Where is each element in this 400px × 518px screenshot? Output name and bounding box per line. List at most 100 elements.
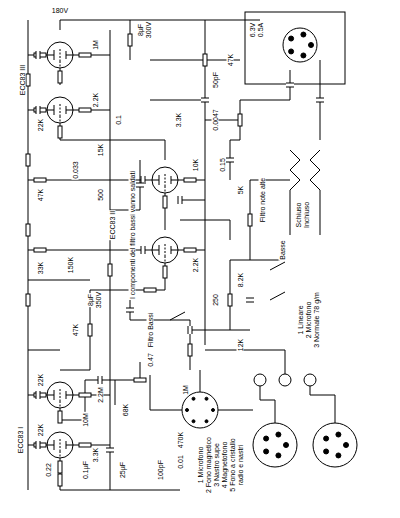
socket-pin <box>344 443 349 448</box>
component-value: 0.1 <box>115 114 122 126</box>
capacitor-gap <box>36 391 40 399</box>
capacitor-symbol <box>316 98 324 102</box>
selector-legend: radio e nastri <box>237 444 244 486</box>
selector-legend: 4 Magnetofono <box>221 441 228 490</box>
selector-legend: 3 Nastro supe <box>213 442 220 488</box>
plate <box>152 175 159 185</box>
control-label: Filtro Bassi <box>147 312 154 349</box>
triode-envelope <box>47 382 73 408</box>
grid <box>165 244 166 263</box>
triode-envelope <box>47 42 73 68</box>
resistor-symbol <box>34 178 46 182</box>
resistor-symbol <box>238 114 242 126</box>
plate <box>47 440 54 450</box>
capacitor-gap <box>106 448 114 452</box>
tube-label: ECC83 II <box>109 210 116 240</box>
switch-contact <box>186 409 189 412</box>
voltage-label: 300V <box>145 21 152 39</box>
resistor-symbol <box>58 411 62 423</box>
capacitor-symbol <box>286 83 294 87</box>
component-value: 47K <box>72 323 79 337</box>
selector-legend: 1 Microfono <box>197 446 204 485</box>
capacitor-gap <box>316 98 324 102</box>
grid <box>60 104 61 123</box>
component-value: 12K <box>237 338 244 352</box>
component-value: 10K <box>192 158 199 172</box>
resistor-symbol <box>88 324 92 336</box>
tube-label: ECC83 III <box>19 64 26 96</box>
socket-pin <box>289 49 294 54</box>
control-label: Filtro note alte <box>259 177 266 223</box>
socket-pin <box>264 436 269 441</box>
plate <box>47 105 54 115</box>
selector-legend: 5 Fono a cristallo <box>229 437 236 492</box>
switch-contact <box>205 420 208 423</box>
socket-pin <box>289 36 294 41</box>
capacitor-symbol <box>246 298 254 302</box>
component-value: 15K <box>97 143 104 157</box>
component-value: 8µF <box>87 293 94 307</box>
component-value: 1M <box>92 39 99 51</box>
capacitor-symbol <box>226 158 234 162</box>
capacitor-gap <box>36 51 40 59</box>
component-value: 0.1µF <box>82 460 89 480</box>
socket-pin <box>336 453 341 458</box>
resistor-symbol <box>34 248 46 252</box>
capacitor-gap <box>188 326 192 334</box>
capacitor-gap <box>201 98 209 102</box>
component-value: 50pF <box>212 71 219 89</box>
capacitor-symbol <box>188 326 192 334</box>
resistor-symbol <box>184 178 196 182</box>
socket-pin <box>301 53 306 58</box>
component-value: 22K <box>37 373 44 387</box>
component-value: 2.2M <box>97 386 104 404</box>
cathode <box>171 176 178 184</box>
resistor-symbol <box>58 461 62 473</box>
capacitor-symbol <box>178 196 182 204</box>
component-value: 47K <box>227 53 234 67</box>
component-value: 0.22 <box>45 462 52 478</box>
component-value: 500 <box>97 188 104 202</box>
socket-pin <box>324 436 329 441</box>
socket-pin <box>301 32 306 37</box>
triode-envelope <box>152 167 178 193</box>
capacitor-gap <box>126 308 134 312</box>
resistor-symbol <box>163 196 167 208</box>
capacitor-symbol <box>106 448 114 452</box>
grid <box>60 439 61 458</box>
grid <box>165 174 166 193</box>
switch-contact <box>212 409 215 412</box>
plate <box>47 50 54 60</box>
socket-pin <box>309 43 314 48</box>
resistor-symbol <box>79 393 91 397</box>
capacitor-symbol <box>36 51 40 59</box>
cathode <box>66 441 73 449</box>
plate <box>47 390 54 400</box>
socket-pin <box>276 453 281 458</box>
capacitor-symbol <box>126 308 134 312</box>
component-value: 0.033 <box>72 160 79 180</box>
socket-pin <box>276 432 281 437</box>
resistor-symbol <box>108 264 112 276</box>
switch-legend: 2 Microfono <box>305 301 312 340</box>
component-value: 2.2K <box>192 257 199 273</box>
capacitor-symbol <box>98 376 102 384</box>
component-value: 22K <box>37 423 44 437</box>
resistor-symbol <box>228 294 232 306</box>
cathode <box>171 246 178 254</box>
component-value: 10M <box>82 412 89 428</box>
switch-legend: 3 Normale 78 g/m <box>313 291 320 349</box>
resistor-symbol <box>188 344 192 356</box>
capacitor-gap <box>246 298 254 302</box>
resistor-symbol <box>26 74 30 86</box>
triode-envelope <box>152 237 178 263</box>
resistor-symbol <box>184 248 196 252</box>
voltage-label: 180V <box>51 7 69 14</box>
capacitor-gap <box>141 246 145 254</box>
component-value: 68K <box>122 403 129 417</box>
resistor-symbol <box>79 108 91 112</box>
wire <box>28 180 205 205</box>
cathode <box>66 391 73 399</box>
component-value: 1M <box>182 384 189 396</box>
